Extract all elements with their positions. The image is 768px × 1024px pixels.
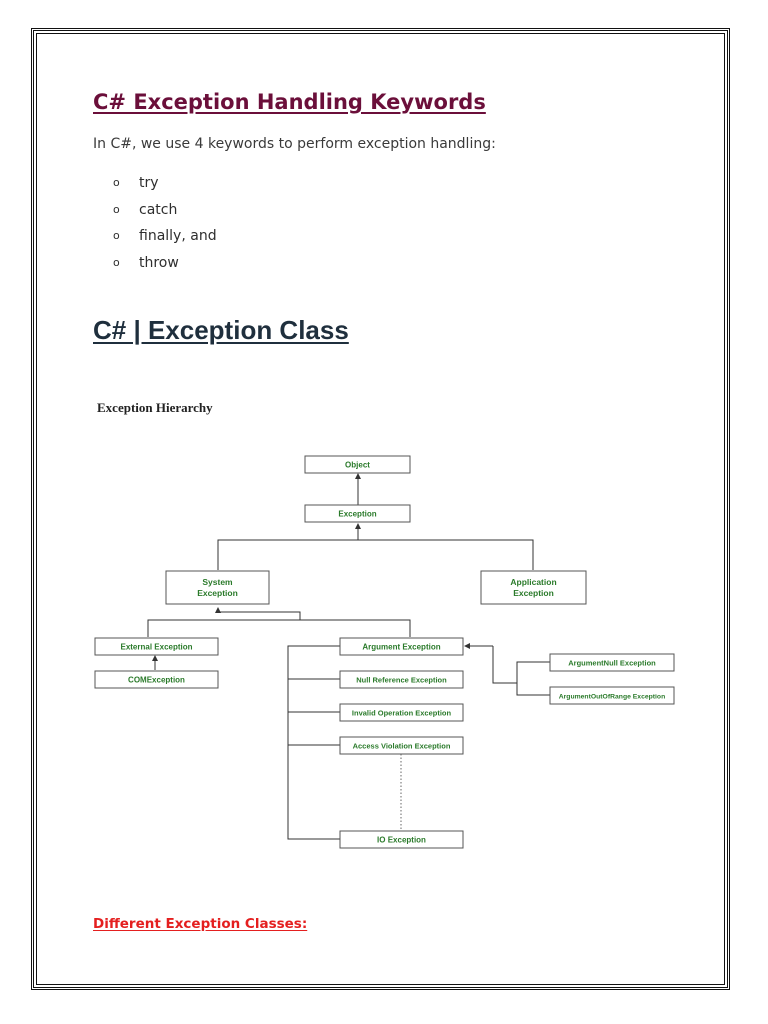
- node-argumentoutofrange-exception: ArgumentOutOfRange Exception: [549, 686, 675, 705]
- diagram-title: Exception Hierarchy: [97, 400, 213, 415]
- keywords-intro: In C#, we use 4 keywords to perform exce…: [93, 136, 496, 152]
- keywords-heading: C# Exception Handling Keywords: [93, 90, 486, 114]
- keyword-try: try: [139, 175, 159, 191]
- keyword-throw: throw: [139, 254, 179, 271]
- node-access-violation-exception: Access Violation Exception: [339, 736, 464, 755]
- node-argumentnull-exception-label: ArgumentNull Exception: [568, 659, 656, 668]
- bullet-icon: o: [113, 176, 120, 189]
- bullet-icon: o: [113, 229, 120, 242]
- node-access-violation-exception-label: Access Violation Exception: [353, 742, 451, 751]
- list-item: o try: [113, 175, 217, 202]
- node-invalid-operation-exception: Invalid Operation Exception: [339, 703, 464, 722]
- different-exception-classes-heading: Different Exception Classes:: [93, 916, 308, 932]
- node-external-exception: External Exception: [94, 637, 219, 656]
- node-invalid-operation-exception-label: Invalid Operation Exception: [352, 709, 452, 718]
- connector-argument-children: [516, 661, 550, 696]
- connector-argument-right: [492, 646, 517, 684]
- node-system-exception-label-1: System: [202, 577, 233, 587]
- node-object-label: Object: [345, 461, 370, 470]
- list-item: o finally, and: [113, 228, 217, 255]
- node-null-reference-exception-label: Null Reference Exception: [356, 676, 447, 685]
- node-application-exception: Application Exception: [480, 570, 587, 605]
- node-argument-exception: Argument Exception: [339, 637, 464, 656]
- bullet-icon: o: [113, 255, 120, 269]
- node-argument-exception-label: Argument Exception: [362, 643, 440, 652]
- keyword-finally: finally, and: [139, 228, 217, 244]
- connector-branch-external-argument: [147, 619, 411, 637]
- node-exception-label: Exception: [338, 510, 376, 519]
- node-system-exception-label-2: Exception: [197, 588, 238, 598]
- node-exception: Exception: [304, 504, 411, 523]
- keyword-catch: catch: [139, 201, 178, 218]
- node-io-exception-label: IO Exception: [377, 836, 426, 845]
- page-border: [31, 28, 730, 990]
- node-object: Object: [304, 455, 411, 474]
- list-item: o throw: [113, 255, 217, 282]
- node-com-exception: COMException: [94, 670, 219, 689]
- exception-class-heading: C# | Exception Class: [93, 315, 349, 345]
- node-io-exception: IO Exception: [339, 830, 464, 849]
- node-system-exception: System Exception: [165, 570, 270, 605]
- node-application-exception-label-2: Exception: [513, 588, 554, 598]
- list-item: o catch: [113, 202, 217, 229]
- node-argumentoutofrange-exception-label: ArgumentOutOfRange Exception: [559, 694, 666, 701]
- node-com-exception-label: COMException: [128, 676, 185, 685]
- connector-argument-trunk: [287, 645, 340, 840]
- node-argumentnull-exception: ArgumentNull Exception: [549, 653, 675, 672]
- connector-branch-system-application: [217, 539, 534, 570]
- node-external-exception-label: External Exception: [120, 643, 192, 652]
- diagram-connectors: [147, 473, 550, 840]
- node-application-exception-label-1: Application: [510, 577, 556, 587]
- node-null-reference-exception: Null Reference Exception: [339, 670, 464, 689]
- page-border-inner: [36, 33, 725, 985]
- keyword-list: o try o catch o finally, and o throw: [113, 175, 217, 281]
- bullet-icon: o: [113, 202, 120, 216]
- connector-branch-system: [215, 607, 301, 620]
